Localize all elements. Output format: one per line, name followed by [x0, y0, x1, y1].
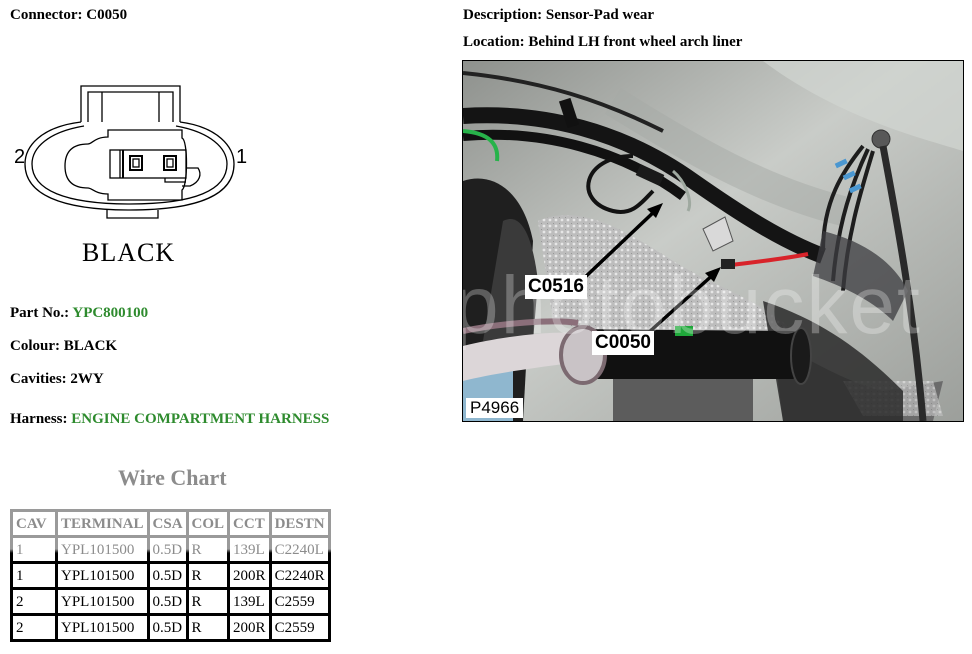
callout-c0516: C0516	[525, 275, 587, 299]
part-no-row: Part No.: YPC800100	[10, 305, 148, 322]
connector-diagram: 2 1	[10, 82, 260, 232]
part-no-value: YPC800100	[72, 305, 149, 321]
harness-row: Harness: ENGINE COMPARTMENT HARNESS	[10, 411, 329, 428]
col-header-destn: DESTN	[271, 512, 328, 535]
cell-terminal: YPL101500	[58, 538, 147, 561]
table-row: 2 YPL101500 0.5D R 139L C2559	[13, 590, 328, 613]
cell-csa: 0.5D	[149, 564, 186, 587]
engine-bay-photo-illustration	[463, 61, 963, 421]
harness-value: ENGINE COMPARTMENT HARNESS	[71, 411, 330, 427]
colour-label: Colour:	[10, 338, 60, 354]
table-header-row: CAV TERMINAL CSA COL CCT DESTN	[13, 512, 328, 535]
wire-chart-table: CAV TERMINAL CSA COL CCT DESTN 1 YPL1015…	[10, 509, 331, 642]
cavities-value: 2WY	[70, 371, 104, 387]
cell-cct: 139L	[230, 590, 269, 613]
harness-label: Harness:	[10, 411, 68, 427]
callout-c0050: C0050	[592, 331, 654, 355]
cavities-label: Cavities:	[10, 371, 67, 387]
table-row: 2 YPL101500 0.5D R 200R C2559	[13, 616, 328, 639]
cell-cav: 1	[13, 564, 55, 587]
col-header-col: COL	[188, 512, 228, 535]
location-label: Location:	[463, 34, 525, 50]
col-header-csa: CSA	[149, 512, 186, 535]
cell-col: R	[188, 616, 228, 639]
cell-csa: 0.5D	[149, 590, 186, 613]
col-header-terminal: TERMINAL	[58, 512, 147, 535]
cell-col: R	[188, 538, 228, 561]
cell-csa: 0.5D	[149, 616, 186, 639]
description-label: Description:	[463, 7, 543, 23]
pin-1-label: 1	[236, 146, 248, 168]
cell-terminal: YPL101500	[58, 564, 147, 587]
wire-chart-title: Wire Chart	[118, 465, 227, 490]
cell-destn: C2240R	[271, 564, 328, 587]
description-row: Description: Sensor-Pad wear	[463, 7, 654, 24]
cell-terminal: YPL101500	[58, 590, 147, 613]
cell-cav: 2	[13, 616, 55, 639]
table-row: 1 YPL101500 0.5D R 200R C2240R	[13, 564, 328, 587]
location-value: Behind LH front wheel arch liner	[528, 34, 743, 50]
cell-cav: 1	[13, 538, 55, 561]
cell-destn: C2559	[271, 590, 328, 613]
cavities-row: Cavities: 2WY	[10, 371, 104, 388]
connector-heading: Connector: C0050	[10, 7, 127, 24]
location-row: Location: Behind LH front wheel arch lin…	[463, 34, 742, 51]
location-photo: photobucket C0516 C0050 P4966	[462, 60, 964, 422]
connector-colour-caption: BLACK	[82, 238, 176, 267]
cell-cct: 139L	[230, 538, 269, 561]
col-header-cct: CCT	[230, 512, 269, 535]
figure-id-label: P4966	[466, 398, 524, 418]
colour-value: BLACK	[63, 338, 118, 354]
table-row: 1 YPL101500 0.5D R 139L C2240L	[13, 538, 328, 561]
part-no-label: Part No.:	[10, 305, 70, 321]
col-header-cav: CAV	[13, 512, 55, 535]
cell-cct: 200R	[230, 616, 269, 639]
cell-col: R	[188, 590, 228, 613]
cell-destn: C2559	[271, 616, 328, 639]
cell-terminal: YPL101500	[58, 616, 147, 639]
connector-face-icon	[24, 85, 235, 219]
pin-2-label: 2	[14, 146, 26, 168]
connector-value: C0050	[86, 7, 128, 23]
cell-cct: 200R	[230, 564, 269, 587]
cell-col: R	[188, 564, 228, 587]
cell-cav: 2	[13, 590, 55, 613]
description-value: Sensor-Pad wear	[545, 7, 655, 23]
colour-row: Colour: BLACK	[10, 338, 117, 355]
cell-destn: C2240L	[271, 538, 328, 561]
photobucket-watermark: photobucket	[462, 260, 922, 351]
cell-csa: 0.5D	[149, 538, 186, 561]
connector-label: Connector:	[10, 7, 83, 23]
